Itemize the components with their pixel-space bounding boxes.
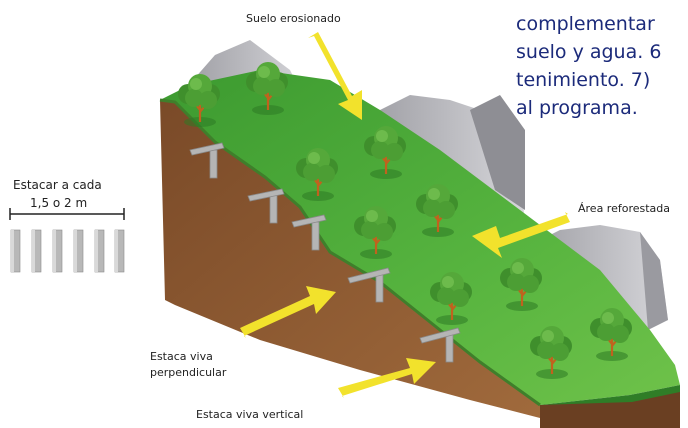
spacing-title: Estacar a cada	[13, 178, 102, 192]
stake-pair-5	[419, 327, 461, 363]
label-estaca-perpendicular-line1: Estaca viva	[150, 350, 213, 363]
stake-pair-3	[291, 214, 327, 251]
arrow-suelo-erosionado	[308, 32, 362, 120]
arrow-estaca-perpendicular	[240, 286, 336, 338]
arrow-area-reforestada	[472, 212, 570, 258]
body-text-line4: al programa.	[516, 97, 638, 119]
stake-pair-4	[347, 267, 391, 303]
body-text-line2: suelo y agua. 6	[516, 41, 662, 63]
body-text-line3: tenimiento. 7)	[516, 69, 651, 91]
label-suelo-erosionado: Suelo erosionado	[246, 12, 341, 25]
label-estaca-vertical: Estaca viva vertical	[196, 408, 304, 421]
stake-pair-2	[247, 188, 285, 224]
soil-block	[160, 100, 540, 418]
stake-pair-1	[189, 142, 225, 179]
soil-right-face	[540, 392, 680, 428]
label-area-reforestada: Área reforestada	[578, 202, 671, 215]
spacing-distance: 1,5 o 2 m	[30, 196, 88, 210]
spacing-stakes	[10, 229, 125, 273]
grass-slope	[160, 70, 680, 405]
label-estaca-perpendicular-line2: perpendicular	[150, 366, 227, 379]
arrow-estaca-vertical	[338, 358, 436, 398]
body-text-line1: complementar	[516, 13, 655, 35]
